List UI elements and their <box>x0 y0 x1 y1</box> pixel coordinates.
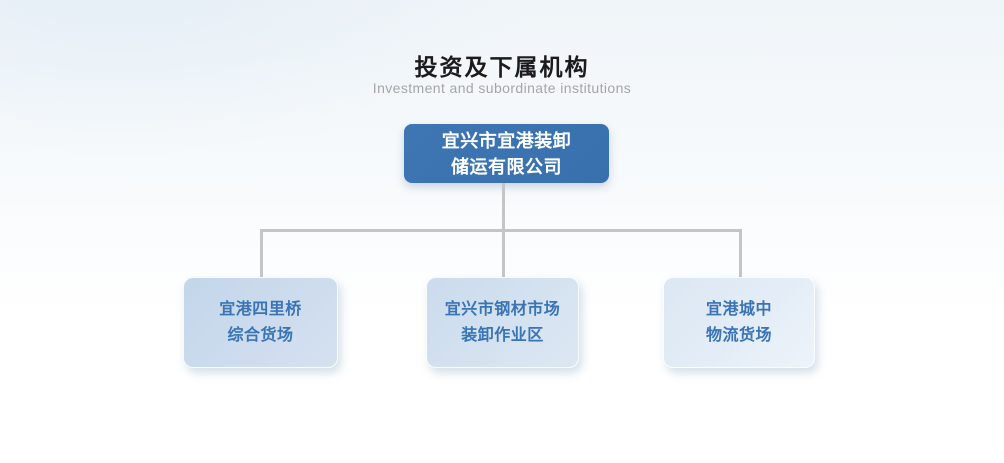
connector-child1-vertical <box>260 230 263 277</box>
org-node-child-2-line1: 宜兴市钢材市场 <box>444 300 561 318</box>
org-node-root: 宜兴市宜港装卸 储运有限公司 <box>404 124 609 183</box>
org-node-child-3-line1: 宜港城中 <box>705 300 772 318</box>
page-title: 投资及下属机构 <box>414 54 590 80</box>
org-node-child-1: 宜港四里桥 综合货场 <box>183 277 338 368</box>
org-node-root-line1: 宜兴市宜港装卸 <box>441 130 572 151</box>
org-node-root-line2: 储运有限公司 <box>451 156 562 177</box>
connector-horizontal <box>260 229 742 232</box>
org-node-child-2: 宜兴市钢材市场 装卸作业区 <box>426 277 579 368</box>
org-node-child-1-line1: 宜港四里桥 <box>219 300 302 318</box>
connector-child3-vertical <box>739 230 742 277</box>
org-node-child-2-line2: 装卸作业区 <box>461 326 544 344</box>
connector-root-vertical <box>502 183 505 230</box>
page-subtitle: Investment and subordinate institutions <box>372 80 632 96</box>
org-node-child-1-line2: 综合货场 <box>227 326 294 344</box>
org-node-child-3: 宜港城中 物流货场 <box>663 277 815 368</box>
connector-child2-vertical <box>502 230 505 277</box>
org-node-child-3-line2: 物流货场 <box>705 326 772 344</box>
